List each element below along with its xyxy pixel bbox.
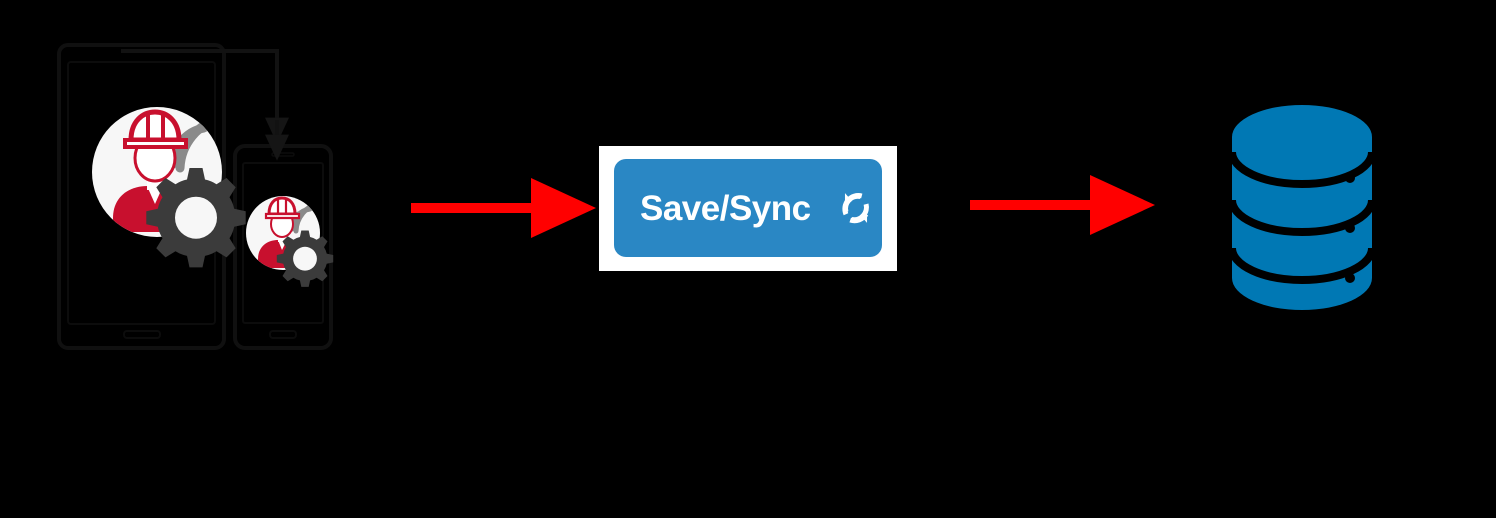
worker-helmet-brim bbox=[123, 138, 188, 149]
gear-icon bbox=[146, 168, 246, 268]
database-cylinder-icon[interactable] bbox=[1228, 105, 1376, 310]
database-dot-3 bbox=[1345, 273, 1355, 283]
database-dot-2 bbox=[1345, 223, 1355, 233]
database-divider-3 bbox=[1228, 247, 1376, 284]
arrow-tablet-to-phone bbox=[121, 49, 289, 161]
worker-helmet bbox=[128, 109, 182, 143]
phone-speaker bbox=[271, 152, 295, 157]
gear-icon-small bbox=[276, 230, 334, 287]
field-worker-wifi-gear-icon-small bbox=[246, 196, 334, 287]
field-worker-wifi-gear-icon bbox=[92, 107, 246, 268]
sync-refresh-icon bbox=[842, 193, 869, 224]
database-dot-1 bbox=[1345, 173, 1355, 183]
save-sync-label: Save/Sync bbox=[640, 188, 811, 228]
worker-helmet-brim-small bbox=[264, 212, 301, 220]
database-divider-1 bbox=[1228, 151, 1376, 188]
phone-home-button bbox=[269, 330, 297, 339]
worker-helmet-small bbox=[267, 196, 297, 216]
tablet-home-button bbox=[123, 330, 161, 339]
save-sync-button[interactable]: Save/Sync bbox=[614, 159, 882, 257]
database-divider-2 bbox=[1228, 199, 1376, 236]
database-top bbox=[1232, 105, 1372, 169]
